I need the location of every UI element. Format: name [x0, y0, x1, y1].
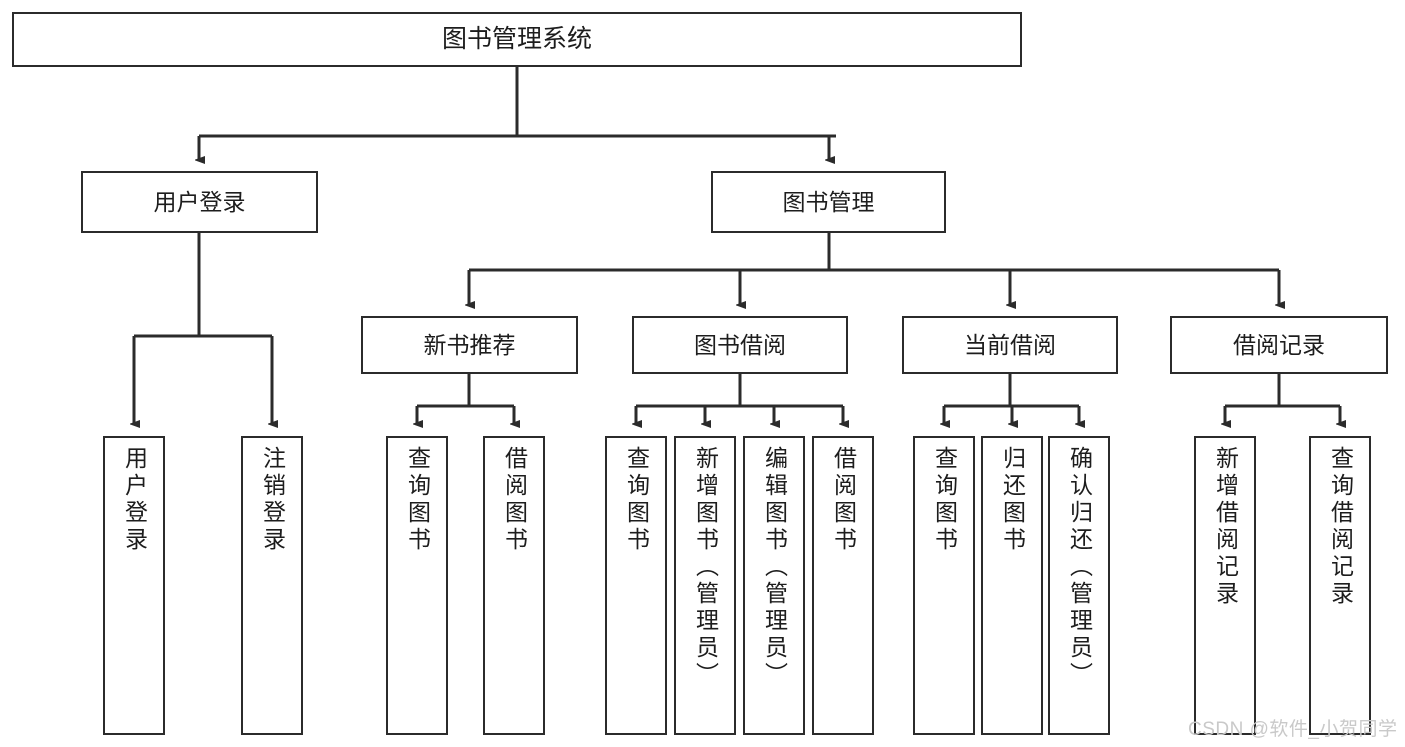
node-new-book-recommend[interactable]: 新书推荐 — [361, 316, 578, 374]
watermark: CSDN @软件_小贺同学 — [1188, 719, 1398, 740]
node-current-borrow[interactable]: 当前借阅 — [902, 316, 1118, 374]
leaf-recommend-borrow-book[interactable]: 借阅图书 — [483, 436, 545, 735]
leaf-current-return-book[interactable]: 归还图书 — [981, 436, 1043, 735]
leaf-current-query-book[interactable]: 查询图书 — [913, 436, 975, 735]
node-label: 归还图书 — [999, 446, 1026, 554]
node-label: 新增图书（管理员） — [692, 446, 719, 689]
node-root-book-management-system[interactable]: 图书管理系统 — [12, 12, 1022, 67]
node-label: 查询图书 — [931, 446, 958, 554]
node-label: 当前借阅 — [964, 331, 1056, 358]
node-label: 图书管理 — [782, 188, 875, 215]
leaf-borrow-borrow-book[interactable]: 借阅图书 — [812, 436, 874, 735]
node-label: 借阅图书 — [501, 446, 528, 554]
node-label: 新书推荐 — [423, 331, 516, 358]
node-label: 借阅图书 — [830, 446, 857, 554]
leaf-recommend-query-book[interactable]: 查询图书 — [386, 436, 448, 735]
leaf-record-add-borrow-record[interactable]: 新增借阅记录 — [1194, 436, 1256, 735]
node-label: 查询借阅记录 — [1327, 446, 1354, 608]
node-label: 图书借阅 — [694, 331, 786, 358]
node-label: 新增借阅记录 — [1212, 446, 1239, 608]
node-book-management[interactable]: 图书管理 — [711, 171, 946, 233]
node-label: 用户登录 — [121, 446, 148, 554]
node-label: 借阅记录 — [1233, 331, 1325, 358]
node-label: 注销登录 — [259, 446, 286, 554]
node-borrow-record[interactable]: 借阅记录 — [1170, 316, 1388, 374]
node-label: 确认归还（管理员） — [1066, 446, 1093, 689]
leaf-user-login[interactable]: 用户登录 — [103, 436, 165, 735]
leaf-current-confirm-return-admin[interactable]: 确认归还（管理员） — [1048, 436, 1110, 735]
leaf-record-query-borrow-record[interactable]: 查询借阅记录 — [1309, 436, 1371, 735]
leaf-borrow-add-book-admin[interactable]: 新增图书（管理员） — [674, 436, 736, 735]
leaf-borrow-query-book[interactable]: 查询图书 — [605, 436, 667, 735]
node-label: 图书管理系统 — [441, 25, 592, 54]
node-label: 查询图书 — [404, 446, 431, 554]
node-user-login[interactable]: 用户登录 — [81, 171, 318, 233]
leaf-user-logout[interactable]: 注销登录 — [241, 436, 303, 735]
node-label: 查询图书 — [623, 446, 650, 554]
node-label: 编辑图书（管理员） — [761, 446, 788, 689]
node-label: 用户登录 — [153, 188, 246, 215]
leaf-borrow-edit-book-admin[interactable]: 编辑图书（管理员） — [743, 436, 805, 735]
node-book-borrow[interactable]: 图书借阅 — [632, 316, 848, 374]
